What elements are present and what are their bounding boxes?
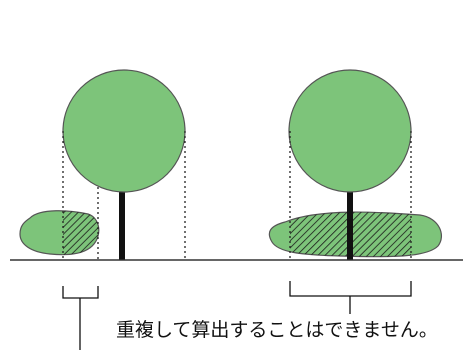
overlap-caption: 重複して算出することはできません。	[116, 319, 438, 341]
right-tree-icon	[288, 69, 412, 193]
left-overlap-hatch	[63, 210, 98, 255]
right-bracket-icon	[289, 281, 412, 297]
left-tree-icon	[62, 69, 186, 193]
left-bracket-icon	[62, 286, 99, 299]
right-tree-trunk	[347, 190, 353, 260]
right-group	[268, 69, 442, 314]
left-group	[19, 69, 186, 350]
left-tree-trunk	[119, 190, 125, 260]
